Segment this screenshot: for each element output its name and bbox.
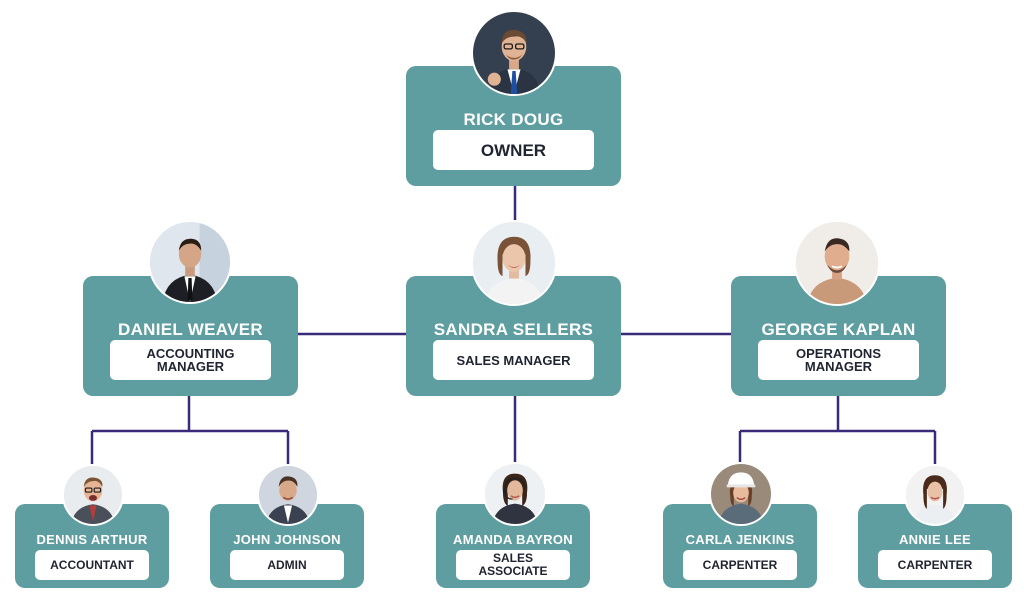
node-name: JOHN JOHNSON <box>233 532 341 547</box>
avatar-photo <box>259 466 317 524</box>
node-name: SANDRA SELLERS <box>433 320 594 339</box>
node-role: SALES ASSOCIATE <box>456 550 570 580</box>
node-sales-manager[interactable]: SANDRA SELLERS SALES MANAGER <box>406 276 621 396</box>
node-owner[interactable]: RICK DOUG OWNER <box>406 66 621 186</box>
avatar-photo <box>150 222 230 302</box>
avatar-photo <box>473 12 555 94</box>
avatar-photo <box>485 464 545 524</box>
node-name: CARLA JENKINS <box>685 532 795 547</box>
avatar-photo <box>711 464 771 524</box>
person-photo-icon <box>150 222 230 302</box>
avatar-photo <box>796 222 878 304</box>
edge-acct-children <box>90 396 290 468</box>
avatar-photo <box>64 466 122 524</box>
node-role: CARPENTER <box>878 550 992 580</box>
person-photo-icon <box>906 466 964 524</box>
node-name: ANNIE LEE <box>898 532 972 547</box>
node-name: RICK DOUG <box>463 110 564 129</box>
node-role: SALES MANAGER <box>433 340 594 380</box>
node-name: DENNIS ARTHUR <box>36 532 148 547</box>
avatar-photo <box>906 466 964 524</box>
person-photo-icon <box>473 222 555 304</box>
node-name: AMANDA BAYRON <box>453 532 573 547</box>
person-photo-icon <box>485 464 545 524</box>
node-role: CARPENTER <box>683 550 797 580</box>
person-photo-icon <box>64 466 122 524</box>
person-photo-icon <box>711 464 771 524</box>
node-role: ACCOUNTANT <box>35 550 149 580</box>
person-photo-icon <box>473 12 555 94</box>
node-role: ACCOUNTING MANAGER <box>110 340 271 380</box>
node-name: DANIEL WEAVER <box>118 320 263 339</box>
edge-ops-children <box>738 396 937 468</box>
node-role: ADMIN <box>230 550 344 580</box>
person-photo-icon <box>259 466 317 524</box>
node-role: OWNER <box>433 130 594 170</box>
avatar-photo <box>473 222 555 304</box>
node-name: GEORGE KAPLAN <box>761 320 916 339</box>
node-role: OPERATIONS MANAGER <box>758 340 919 380</box>
node-accountant[interactable]: DENNIS ARTHUR ACCOUNTANT <box>15 504 169 588</box>
person-photo-icon <box>796 222 878 304</box>
